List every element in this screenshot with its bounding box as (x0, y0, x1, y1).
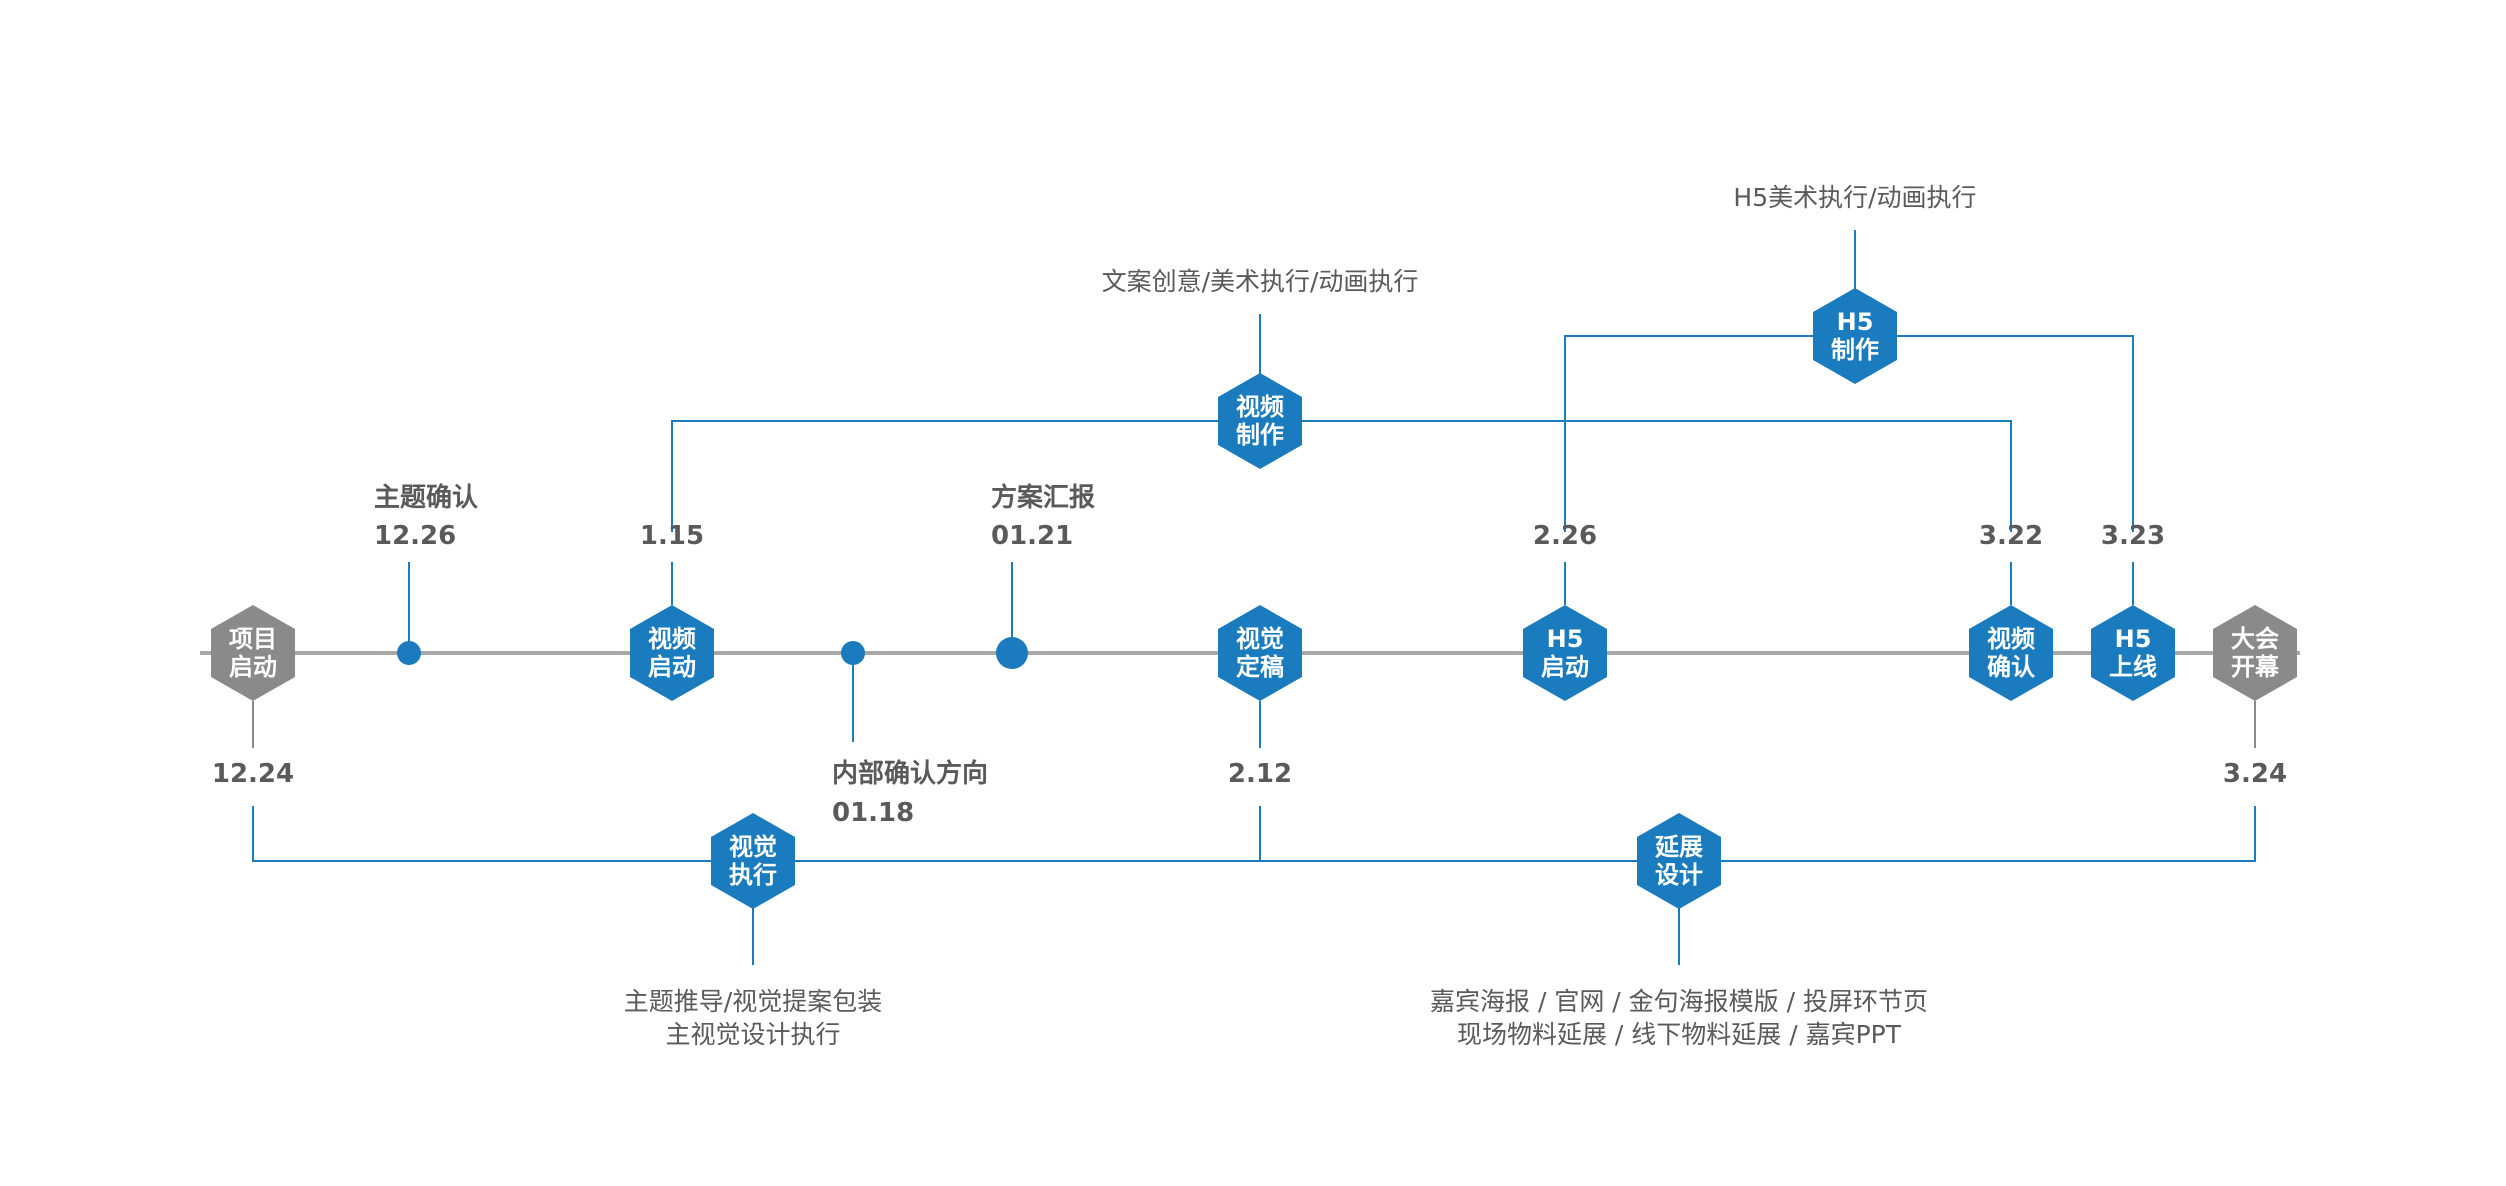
svg-text:视觉: 视觉 (729, 833, 777, 861)
date-h5-start: 2.26 (1533, 521, 1597, 551)
svg-text:确认: 确认 (1987, 653, 2035, 681)
date-project-start: 12.24 (212, 759, 294, 789)
svg-text:上线: 上线 (2109, 653, 2157, 681)
svg-text:启动: 启动 (1541, 653, 1589, 681)
svg-text:H5: H5 (2115, 625, 2152, 653)
plan-report-dot (996, 637, 1028, 669)
svg-text:制作: 制作 (1831, 336, 1879, 364)
node-video-confirm: 视频 确认 (1969, 605, 2053, 701)
date-h5-online: 3.23 (2101, 521, 2165, 551)
visual-execution-desc-1: 主题推导/视觉提案包装 (624, 987, 882, 1016)
svg-text:视频: 视频 (1987, 625, 2035, 653)
svg-text:H5: H5 (1547, 625, 1584, 653)
theme-confirm-dot (397, 641, 421, 665)
svg-text:启动: 启动 (229, 653, 277, 681)
node-extension-design: 延展 设计 (1637, 813, 1721, 909)
theme-confirm-date: 12.26 (374, 521, 456, 551)
video-production-desc: 文案创意/美术执行/动画执行 (1102, 267, 1419, 296)
svg-text:视觉: 视觉 (1236, 625, 1284, 653)
svg-text:定稿: 定稿 (1236, 653, 1284, 681)
svg-text:开幕: 开幕 (2231, 653, 2280, 681)
h5-production-bracket (1564, 230, 2134, 532)
video-production-bracket (671, 314, 2012, 532)
node-visual-execution: 视觉 执行 (711, 813, 795, 909)
execution-bracket (252, 806, 2256, 965)
svg-text:大会: 大会 (2231, 625, 2279, 653)
svg-text:视频: 视频 (1236, 393, 1284, 421)
date-visual-final: 2.12 (1228, 759, 1292, 789)
theme-confirm-title: 主题确认 (374, 482, 478, 513)
h5-production-desc: H5美术执行/动画执行 (1733, 183, 1976, 212)
plan-report-title: 方案汇报 (991, 482, 1095, 513)
plan-report-date: 01.21 (991, 521, 1073, 551)
extension-design-desc-2: 现场物料延展 / 线下物料延展 / 嘉宾PPT (1457, 1020, 1902, 1049)
node-h5-production: H5 制作 (1813, 288, 1897, 384)
node-conference-open: 大会 开幕 (2213, 605, 2297, 701)
node-project-start: 项目 启动 (211, 605, 295, 701)
visual-execution-desc-2: 主视觉设计执行 (665, 1020, 840, 1049)
internal-confirm-date: 01.18 (832, 798, 914, 828)
svg-text:H5: H5 (1837, 308, 1874, 336)
date-video-confirm: 3.22 (1979, 521, 2043, 551)
node-h5-online: H5 上线 (2091, 605, 2175, 701)
axis-connectors (252, 701, 2256, 748)
node-h5-start: H5 启动 (1523, 605, 1607, 701)
svg-text:制作: 制作 (1236, 421, 1284, 449)
node-visual-final: 视觉 定稿 (1218, 605, 1302, 701)
svg-text:启动: 启动 (648, 653, 696, 681)
svg-text:设计: 设计 (1655, 861, 1703, 889)
svg-text:延展: 延展 (1654, 833, 1703, 861)
svg-text:项目: 项目 (229, 625, 277, 653)
node-video-start: 视频 启动 (630, 605, 714, 701)
node-video-production: 视频 制作 (1218, 373, 1302, 469)
extension-design-desc-1: 嘉宾海报 / 官网 / 金句海报模版 / 投屏环节页 (1430, 987, 1928, 1016)
internal-confirm-title: 内部确认方向 (832, 758, 988, 789)
svg-text:视频: 视频 (648, 625, 696, 653)
svg-text:执行: 执行 (729, 861, 777, 889)
date-conference-open: 3.24 (2223, 759, 2287, 789)
internal-confirm-dot (841, 641, 865, 665)
date-video-start: 1.15 (640, 521, 704, 551)
